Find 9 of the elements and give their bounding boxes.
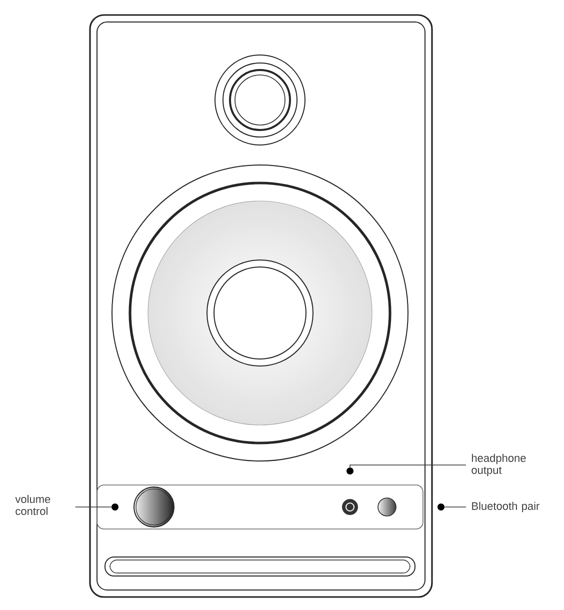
leader-line — [350, 464, 466, 468]
marker-dot — [438, 504, 444, 510]
marker-dot — [346, 468, 354, 474]
leader-line — [75, 506, 112, 508]
label-text: volume control — [15, 494, 50, 516]
marker-dot — [112, 504, 118, 510]
label-text: Bluetooth pair — [472, 502, 540, 512]
label-text: headphone output — [472, 454, 526, 476]
leader-line — [444, 506, 466, 508]
